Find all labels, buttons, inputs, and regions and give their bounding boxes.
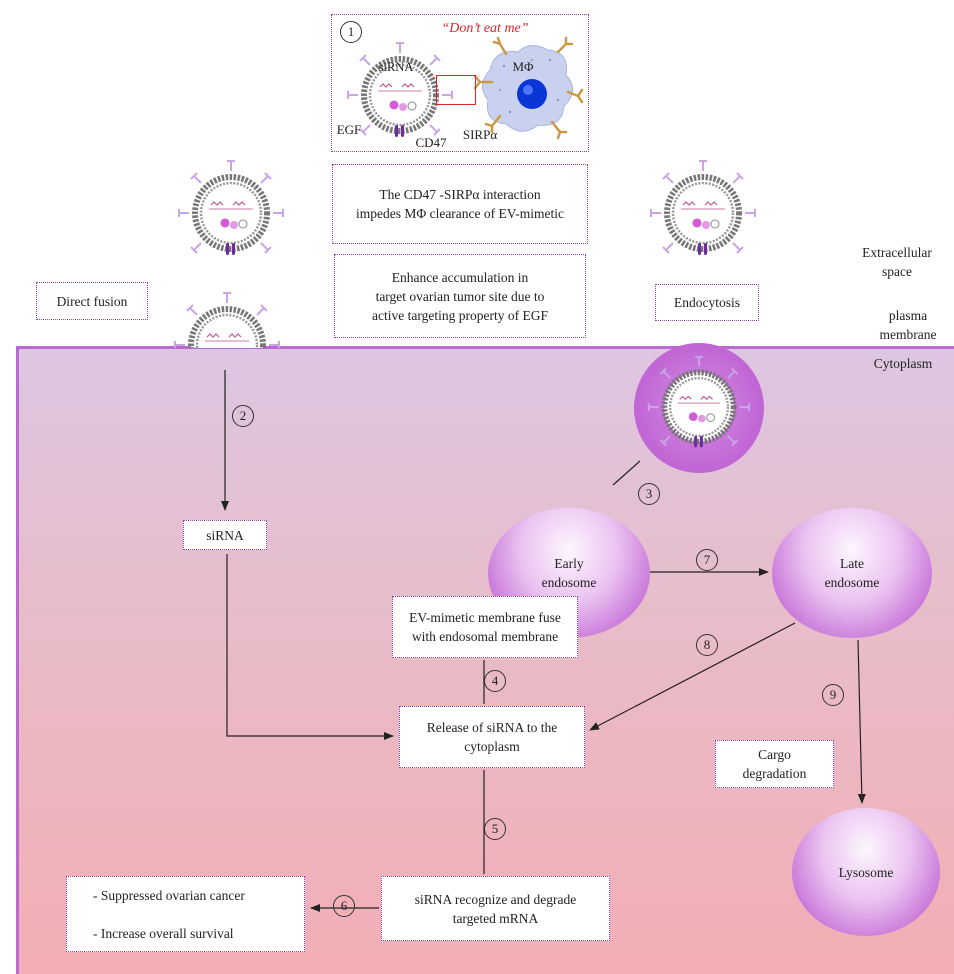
cargo-degradation-box: Cargo degradation (715, 740, 834, 788)
late-endosome: Late endosome (772, 508, 932, 638)
release-sirna-box: Release of siRNA to the cytoplasm (399, 706, 585, 768)
step-7-number: 7 (696, 549, 718, 571)
step-3-number: 3 (638, 483, 660, 505)
recognize-mrna-box: siRNA recognize and degrade targeted mRN… (381, 876, 610, 941)
membrane-fuse-box: EV-mimetic membrane fuse with endosomal … (392, 596, 578, 658)
cd47-label: CD47 (415, 135, 447, 150)
step-9-number: 9 (822, 684, 844, 706)
step-6-number: 6 (333, 895, 355, 917)
step-4-number: 4 (484, 670, 506, 692)
egf-label: EGF (336, 122, 362, 137)
step-8-number: 8 (696, 634, 718, 656)
plasma-membrane-label: plasma membrane (879, 308, 937, 342)
step-5-number: 5 (484, 818, 506, 840)
dont-eat-me-label: “Don’t eat me” (441, 21, 529, 36)
direct-fusion-box: Direct fusion (36, 282, 148, 320)
extracellular-space-label: Extracellular space (862, 245, 932, 279)
sirpa-label: SIRPα (462, 127, 498, 142)
cytoplasm-label: Cytoplasm (873, 356, 933, 371)
endocytosis-box: Endocytosis (655, 284, 759, 321)
step-2-number: 2 (232, 405, 254, 427)
cd47-sirpa-highlight (436, 75, 476, 105)
ev-mimetic-vesicle-icon (347, 42, 453, 137)
sirna-box: siRNA (183, 520, 267, 550)
outcome-box: - Suppressed ovarian cancer - Increase o… (66, 876, 305, 952)
macrophage-icon (473, 36, 584, 140)
enhance-accumulation-box: Enhance accumulation in target ovarian t… (334, 254, 586, 338)
macrophage-label: MΦ (512, 59, 534, 74)
step-1-number: 1 (340, 21, 362, 43)
lysosome: Lysosome (792, 808, 940, 936)
cd47-interaction-box: The CD47 -SIRPα interaction impedes MΦ c… (332, 164, 588, 244)
vesicle-sirna-label: siRNA (378, 60, 414, 74)
